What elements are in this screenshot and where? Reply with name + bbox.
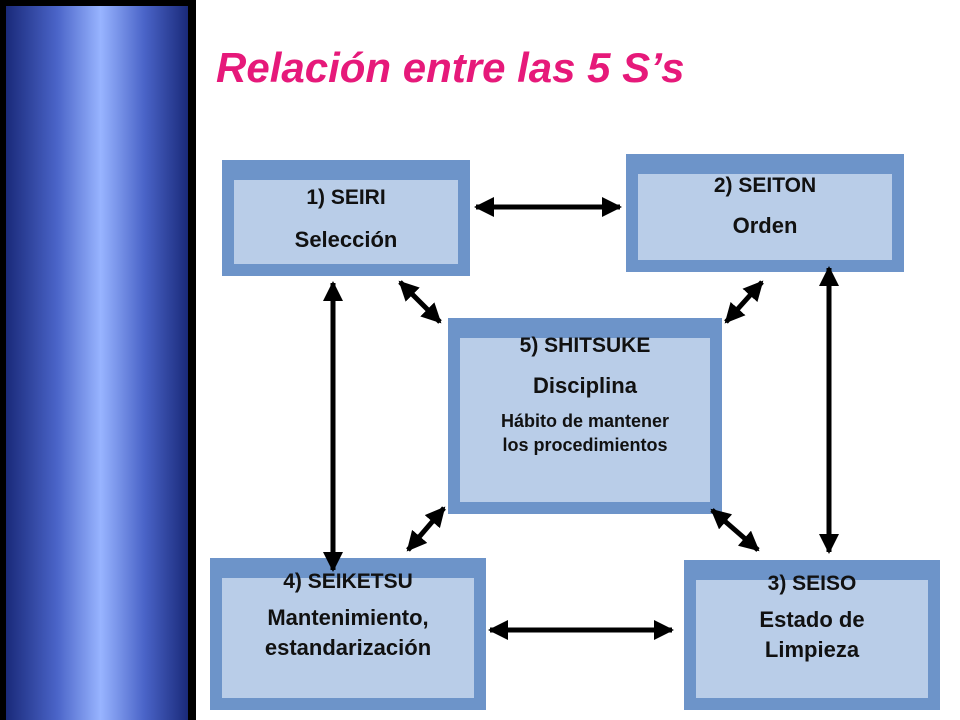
box-face — [222, 578, 474, 698]
box-sub-seiso-2: Limpieza — [764, 637, 860, 662]
box-sub-seiketsu-1: Mantenimiento, — [267, 605, 429, 630]
slide-title: Relación entre las 5 S’s — [216, 44, 685, 91]
box-seiton: 2) SEITON Orden — [626, 154, 904, 272]
side-gradient-panel — [6, 6, 188, 720]
box-seiketsu: 4) SEIKETSU Mantenimiento, estandarizaci… — [210, 558, 486, 710]
box-shitsuke: 5) SHITSUKE Disciplina Hábito de mantene… — [448, 318, 722, 514]
box-face — [460, 338, 710, 502]
side-decorative-bar — [0, 0, 196, 720]
box-face — [234, 180, 458, 264]
box-title-seiton: 2) SEITON — [713, 174, 817, 197]
arrow-shitsuke-seiso — [710, 508, 760, 552]
arrow-seiri-shitsuke — [398, 280, 442, 324]
box-sub-seiketsu-2: estandarización — [264, 635, 432, 660]
box-sub-seiri: Selección — [294, 227, 398, 252]
box-title-seiketsu: 4) SEIKETSU — [283, 570, 413, 593]
box-title-seiri: 1) SEIRI — [306, 186, 386, 209]
box-title-shitsuke: 5) SHITSUKE — [519, 334, 651, 357]
box-face — [696, 580, 928, 698]
arrow-seiton-shitsuke — [724, 280, 764, 324]
box-desc-shitsuke-2: los procedimientos — [502, 435, 668, 455]
box-seiso: 3) SEISO Estado de Limpieza — [684, 560, 940, 710]
arrow-shitsuke-seiketsu — [406, 506, 446, 552]
box-sub-seiton: Orden — [732, 213, 798, 238]
box-seiri: 1) SEIRI Selección — [222, 160, 470, 276]
box-title-seiso: 3) SEISO — [767, 572, 857, 595]
box-sub-shitsuke: Disciplina — [533, 373, 637, 398]
box-sub-seiso-1: Estado de — [759, 607, 865, 632]
box-face — [638, 174, 892, 260]
box-desc-shitsuke-1: Hábito de mantener — [500, 411, 670, 431]
